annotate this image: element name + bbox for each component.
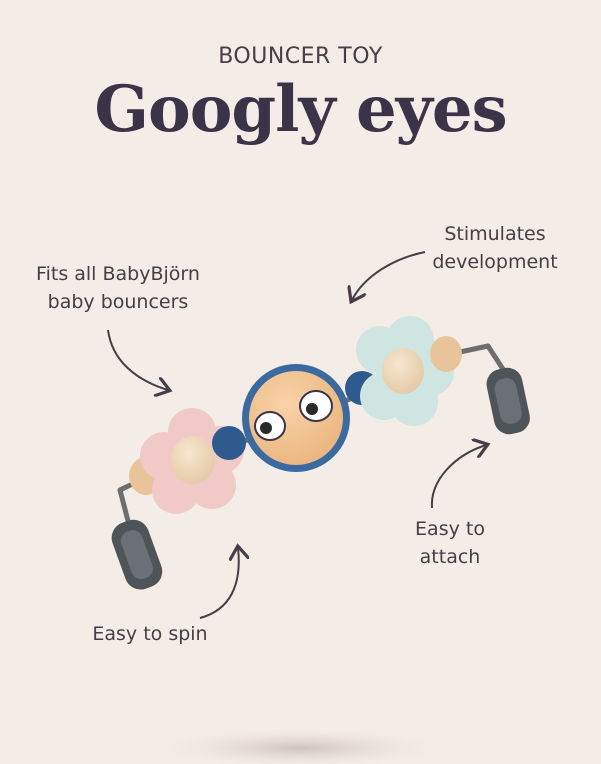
googly-face	[242, 364, 350, 472]
arrow-attach	[430, 445, 486, 509]
callout-fits-bouncers: Fits all BabyBjörn baby bouncers	[36, 263, 200, 313]
arrow-fits	[107, 329, 168, 390]
floor-shadow	[140, 726, 460, 764]
callout-stimulates-development: Stimulates development	[432, 223, 558, 273]
pink-flower	[140, 408, 244, 514]
callout-easy-to-attach: Easy to attach	[415, 518, 485, 568]
callout-easy-to-spin: Easy to spin	[92, 623, 208, 645]
arrow-stimulates	[352, 251, 426, 300]
tan-bead-right	[430, 336, 462, 372]
left-clip	[111, 519, 163, 590]
arrow-spin	[199, 548, 239, 619]
left-googly-eye-icon	[254, 411, 286, 441]
right-googly-eye-icon	[299, 390, 333, 422]
mint-flower	[356, 316, 454, 426]
navy-bead-left	[212, 426, 246, 460]
right-clip	[486, 367, 530, 435]
product-title: Googly eyes	[94, 72, 507, 147]
product-category: BOUNCER TOY	[218, 44, 383, 69]
